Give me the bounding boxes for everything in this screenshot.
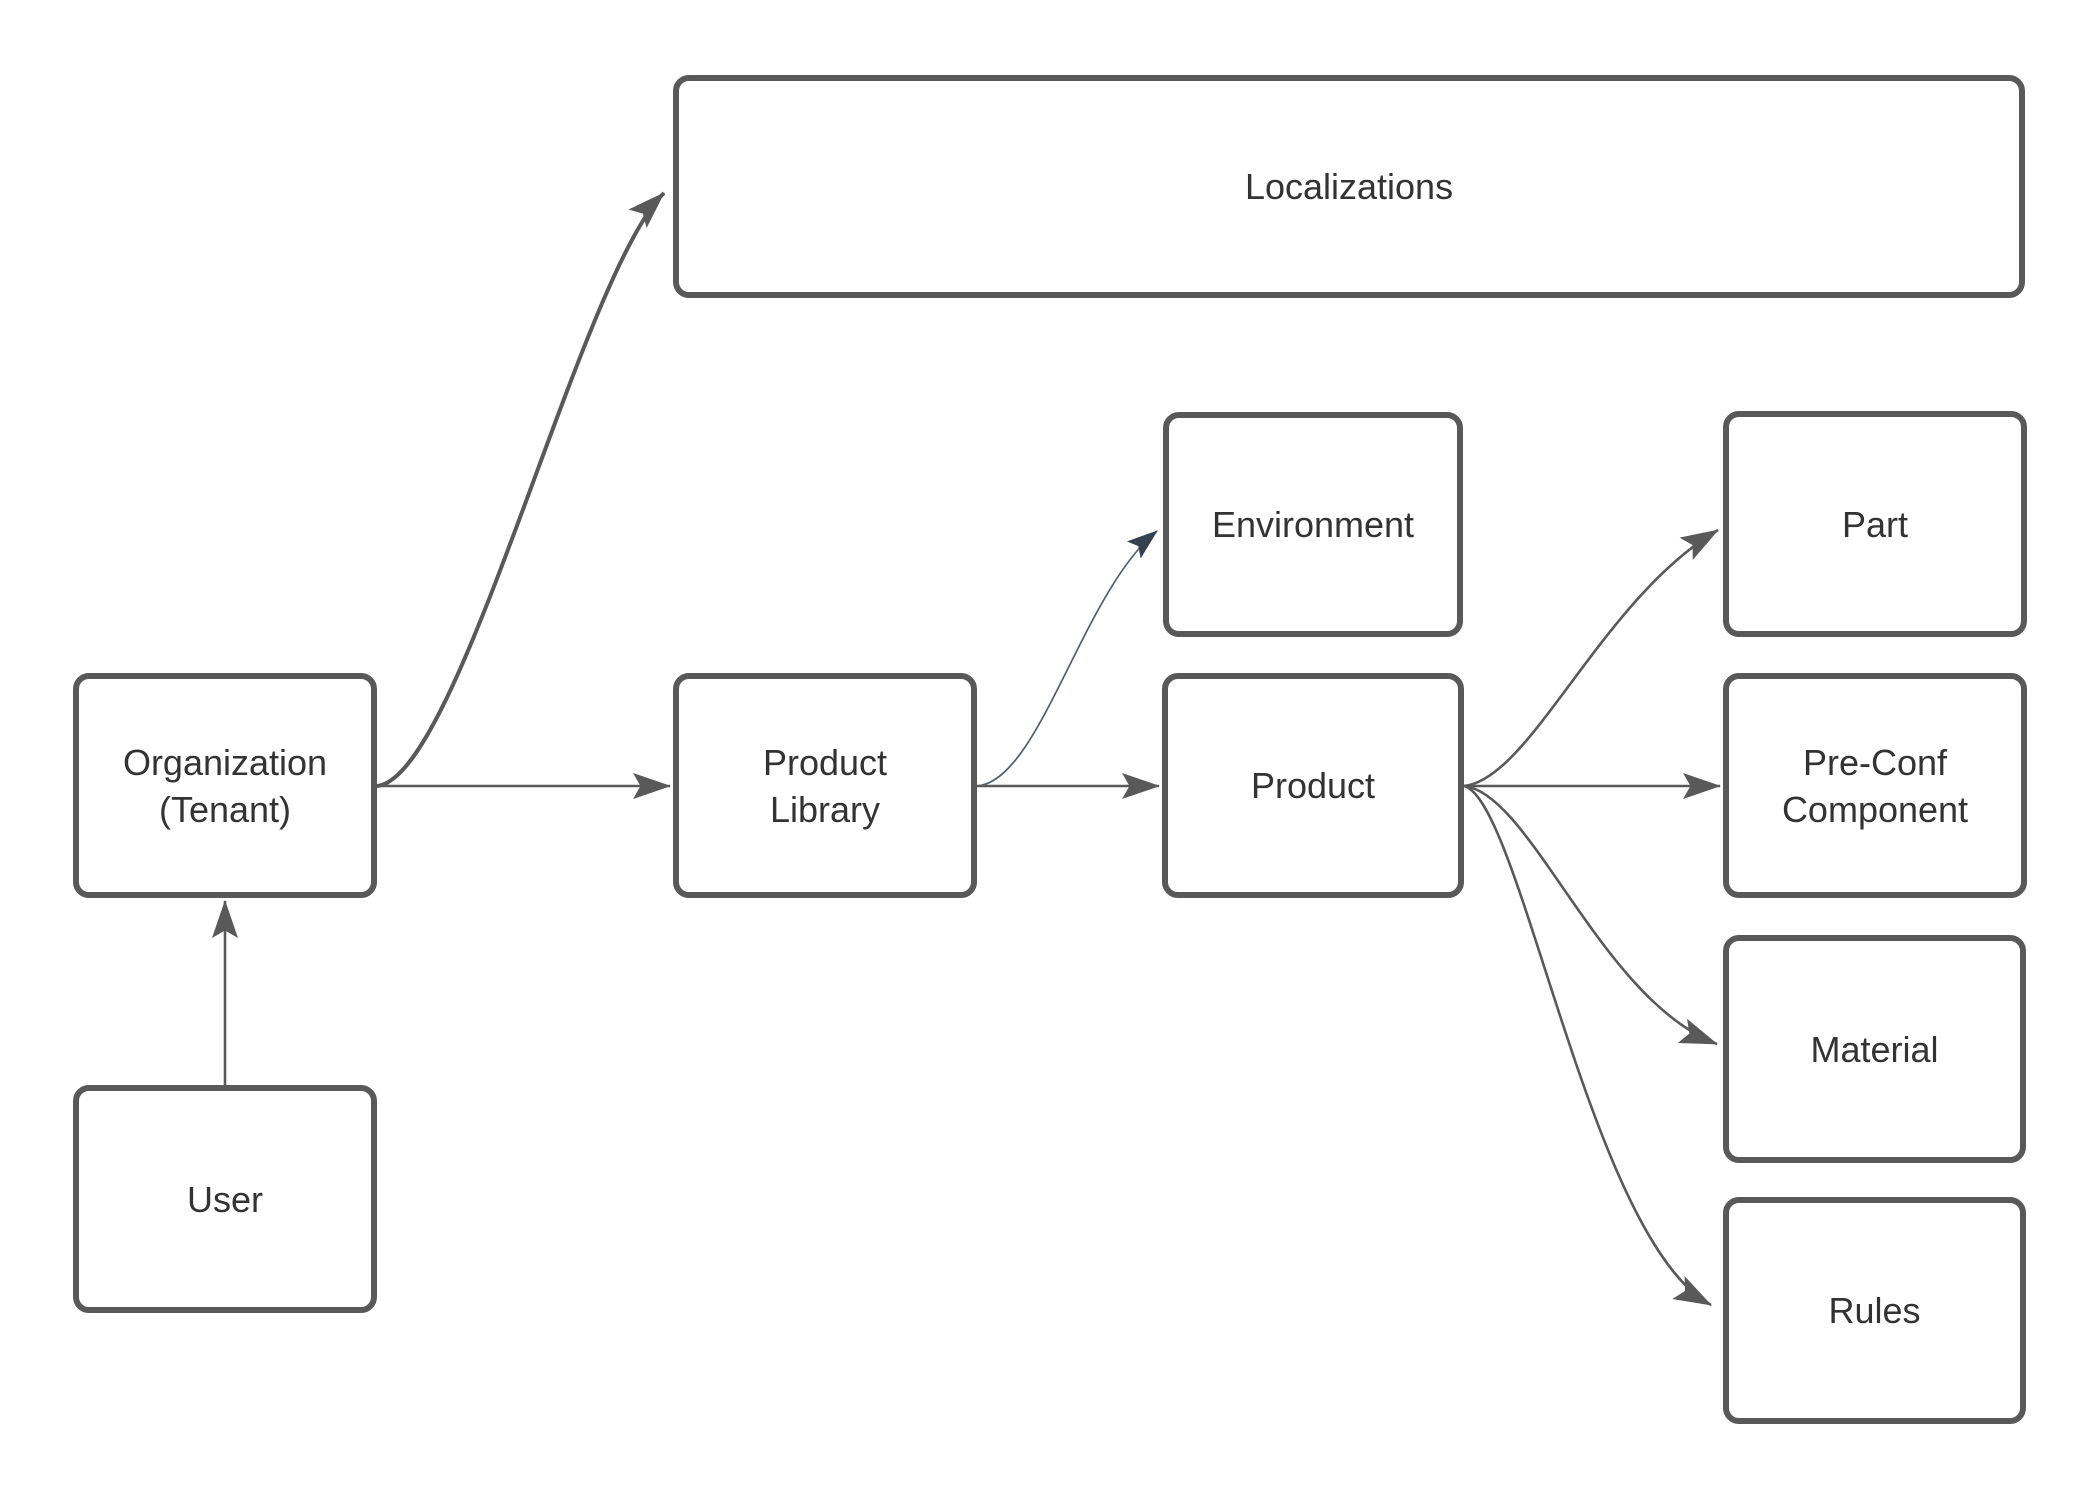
edge-organization-to-localizations — [376, 191, 666, 788]
node-environment-label: Environment — [1211, 504, 1415, 545]
node-localizations: Localizations — [673, 75, 2025, 298]
node-organization-tenant: Organization (Tenant) — [73, 673, 377, 898]
node-material: Material — [1723, 935, 2026, 1163]
node-product-library-label: Product Library — [762, 741, 888, 830]
node-pre-conf-component: Pre-Conf Component — [1723, 673, 2027, 898]
node-user: User — [73, 1085, 377, 1313]
node-rules: Rules — [1723, 1197, 2026, 1424]
edge-product-library-to-environment — [976, 530, 1158, 787]
node-pre-conf-component-label: Pre-Conf Component — [1781, 741, 1969, 830]
node-material-label: Material — [1810, 1028, 1939, 1070]
node-product: Product — [1162, 673, 1464, 898]
node-localizations-label: Localizations — [1244, 166, 1454, 207]
node-part: Part — [1723, 411, 2027, 637]
node-product-label: Product — [1250, 765, 1376, 806]
edge-product-to-rules — [1463, 784, 1712, 1307]
node-user-label: User — [186, 1178, 263, 1220]
node-environment: Environment — [1163, 412, 1463, 637]
node-organization-tenant-label: Organization (Tenant) — [122, 741, 328, 830]
node-part-label: Part — [1841, 503, 1909, 545]
node-rules-label: Rules — [1828, 1290, 1921, 1331]
node-product-library: Product Library — [673, 673, 977, 898]
edge-product-to-part — [1463, 528, 1719, 788]
edge-product-to-material — [1463, 784, 1718, 1046]
